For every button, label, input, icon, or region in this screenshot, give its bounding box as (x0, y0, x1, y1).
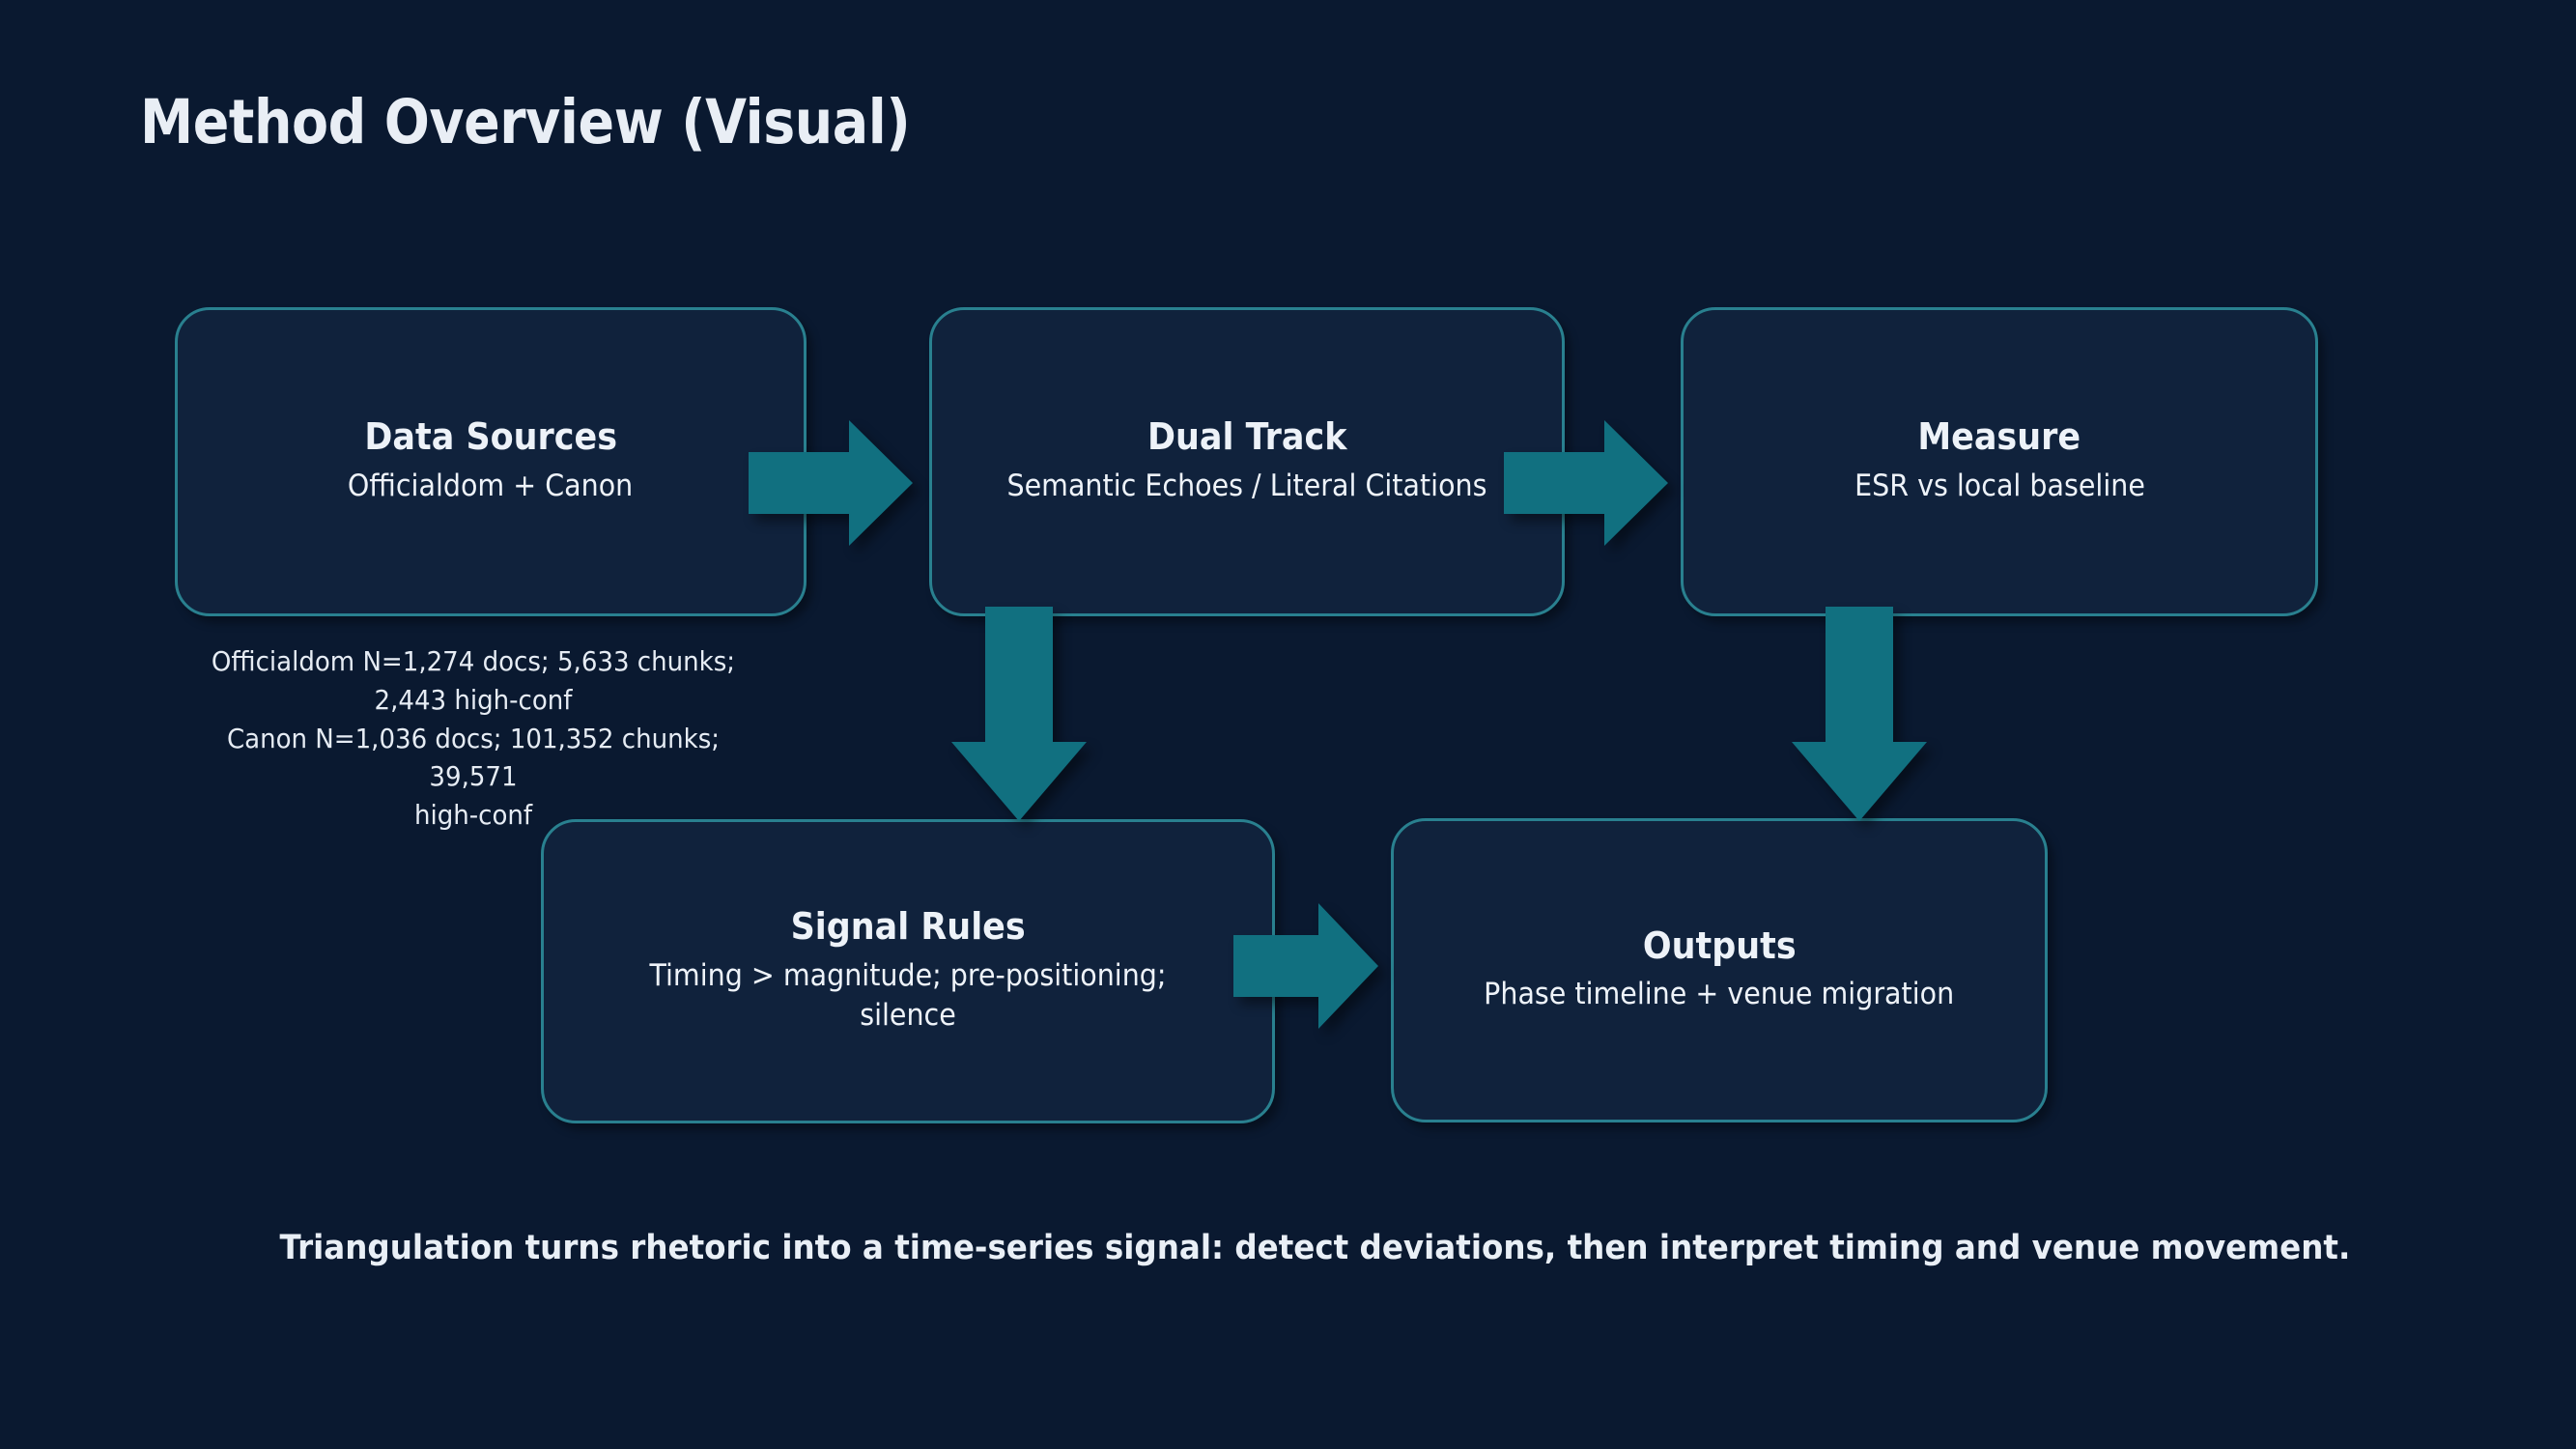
node-subtitle: Officialdom + Canon (348, 468, 634, 503)
source-stats-line: Canon N=1,036 docs; 101,352 chunks; 39,5… (226, 722, 721, 793)
node-title: Outputs (1642, 923, 1797, 967)
node-title: Data Sources (364, 415, 617, 459)
node-data-sources[interactable]: Data Sources Officialdom + Canon (175, 307, 807, 616)
arrow-down-icon-dual-track-to-signal-rules (951, 607, 1087, 821)
arrow-right-icon-signal-rules-to-outputs (1233, 903, 1378, 1029)
node-subtitle: ESR vs local baseline (1854, 468, 2145, 503)
node-title: Dual Track (1146, 415, 1347, 459)
node-title: Signal Rules (790, 904, 1026, 948)
footer-note: Triangulation turns rhetoric into a time… (279, 1229, 2351, 1267)
node-dual-track[interactable]: Dual Track Semantic Echoes / Literal Cit… (929, 307, 1565, 616)
node-title: Measure (1917, 415, 2081, 459)
node-signal-rules[interactable]: Signal Rules Timing > magnitude; pre-pos… (541, 819, 1275, 1123)
page-title: Method Overview (Visual) (140, 87, 911, 157)
source-stats-line: high-conf (413, 799, 533, 831)
node-subtitle: Semantic Echoes / Literal Citations (1006, 468, 1487, 503)
node-outputs[interactable]: Outputs Phase timeline + venue migration (1391, 818, 2048, 1122)
arrow-down-icon-measure-to-outputs (1792, 607, 1927, 821)
source-stats-line: 2,443 high-conf (374, 683, 573, 716)
node-subtitle: Timing > magnitude; pre-positioning; sil… (649, 957, 1167, 1034)
node-subtitle: Phase timeline + venue migration (1484, 977, 1955, 1012)
source-stats-line: Officialdom N=1,274 docs; 5,633 chunks; (211, 645, 736, 677)
node-measure[interactable]: Measure ESR vs local baseline (1681, 307, 2318, 616)
source-stats-caption: Officialdom N=1,274 docs; 5,633 chunks; … (196, 642, 751, 835)
arrow-right-icon-dual-track-to-measure (1504, 420, 1668, 546)
arrow-right-icon-data-sources-to-dual-track (749, 420, 913, 546)
